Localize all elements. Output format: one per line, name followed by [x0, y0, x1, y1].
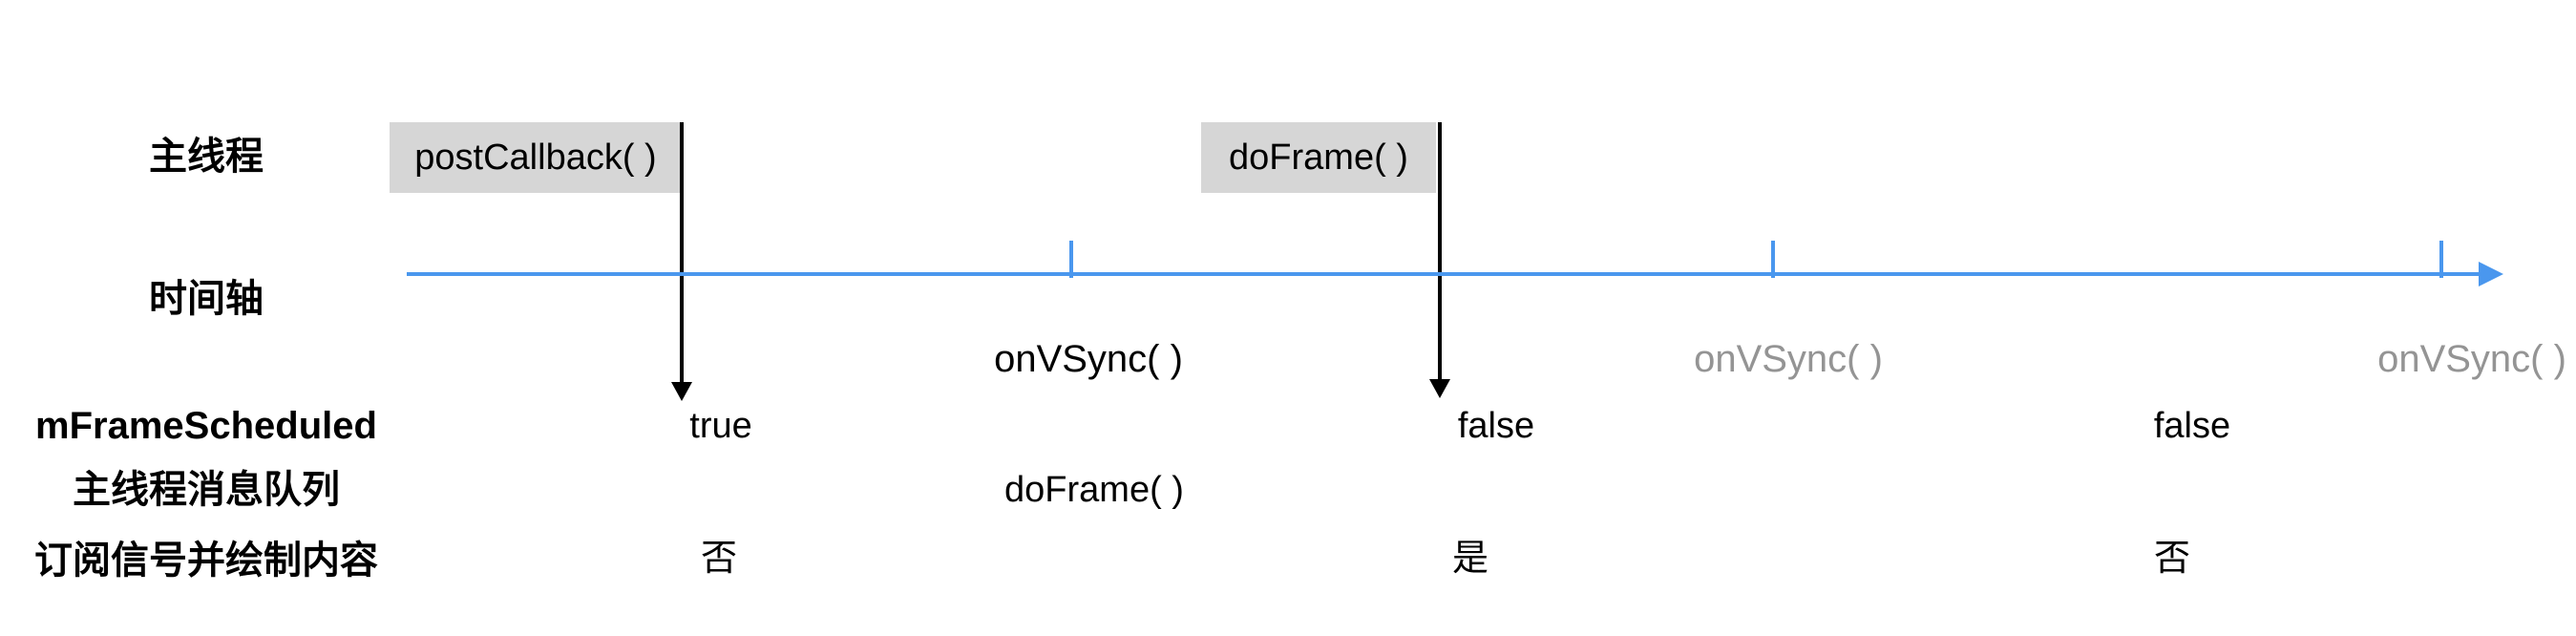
frame-scheduled-value-3: false	[2153, 406, 2231, 446]
doframe-call-box: doFrame( )	[1201, 122, 1436, 193]
doframe-marker-line	[1438, 122, 1442, 381]
row-label-mframescheduled: mFrameScheduled	[35, 405, 377, 447]
frame-scheduled-value-2: false	[1457, 406, 1535, 446]
message-queue-value: doFrame( )	[1004, 470, 1184, 510]
postcallback-marker-line	[680, 122, 684, 384]
onvsync-label-3: onVSync( )	[2377, 338, 2566, 380]
postcallback-arrowhead	[671, 382, 692, 401]
subscribe-value-2: 是	[1451, 539, 1489, 579]
vsync-tick-1	[1069, 241, 1073, 278]
row-label-timeline: 时间轴	[149, 278, 264, 320]
postcallback-call-box: postCallback( )	[390, 122, 682, 193]
timeline-axis	[407, 272, 2481, 276]
vsync-tick-2	[1771, 241, 1775, 278]
row-label-main-thread: 主线程	[149, 136, 264, 178]
onvsync-label-2: onVSync( )	[1694, 338, 1883, 380]
vsync-tick-3	[2439, 241, 2443, 278]
subscribe-value-3: 否	[2153, 539, 2191, 579]
doframe-arrowhead	[1429, 379, 1450, 398]
row-label-subscribe-draw: 订阅信号并绘制内容	[34, 540, 378, 582]
subscribe-value-1: 否	[700, 539, 738, 579]
row-label-message-queue: 主线程消息队列	[73, 469, 340, 511]
onvsync-label-1: onVSync( )	[994, 338, 1183, 380]
timeline-arrowhead	[2479, 262, 2503, 286]
frame-scheduled-value-1: true	[689, 406, 752, 446]
